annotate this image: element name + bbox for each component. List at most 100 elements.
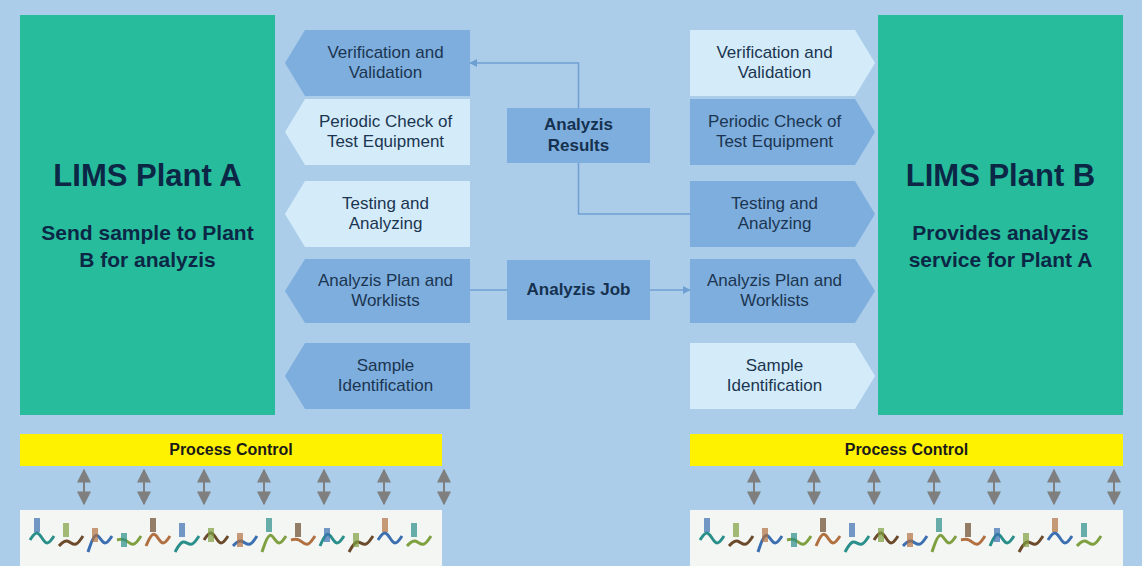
signal-arrow (753, 470, 755, 504)
node-label: Process Control (845, 441, 969, 459)
signal-arrow (443, 470, 445, 504)
equipment-part (382, 518, 388, 532)
equipment-part (295, 523, 301, 537)
equipment-part (762, 528, 768, 542)
node-label: Verification and Validation (309, 43, 462, 84)
node-label: Analyzis Results (515, 115, 642, 156)
equipment-stroke (990, 534, 1014, 546)
node-label: Analyzis Plan and Worklists (309, 271, 462, 312)
plant-equipment (30, 518, 1101, 552)
node-label: Testing and Analyzing (309, 194, 462, 235)
equipment-part (266, 518, 272, 532)
signal-arrow (1113, 470, 1115, 504)
flow-label-box: Analyzis Results (507, 108, 650, 163)
signal-arrow (143, 470, 145, 504)
flow-connector (650, 289, 690, 291)
equipment-part (907, 533, 913, 547)
equipment-part (820, 518, 826, 532)
flow-label-box: Analyzis Job (507, 260, 650, 320)
equipment-stroke (787, 536, 811, 544)
equipment-part (791, 533, 797, 547)
equipment-stroke (378, 533, 402, 543)
equipment-stroke (59, 536, 83, 546)
node-label: Periodic Check of Test Equipment (698, 112, 851, 153)
equipment-part (1023, 533, 1029, 547)
flow-connector (579, 163, 691, 214)
process-control-bar: Process Control (690, 434, 1123, 466)
equipment-stroke (1048, 533, 1072, 543)
equipment-stroke (88, 535, 112, 552)
signal-arrow (993, 470, 995, 504)
equipment-stroke (1077, 536, 1101, 546)
signal-arrows (84, 470, 1114, 504)
node-label: LIMS Plant A (53, 157, 241, 194)
equipment-part (208, 528, 214, 542)
signal-arrow (263, 470, 265, 504)
equipment-part (324, 528, 330, 542)
equipment-stroke (758, 535, 782, 552)
signal-arrow (323, 470, 325, 504)
process-step: Periodic Check of Test Equipment (690, 99, 875, 165)
equipment-part (1081, 523, 1087, 537)
process-step: Verification and Validation (285, 30, 470, 96)
plant-picture (20, 510, 442, 566)
equipment-part (878, 528, 884, 542)
node-description: Provides analyzis service for Plant A (890, 220, 1111, 273)
equipment-stroke (117, 536, 141, 544)
signal-arrow (383, 470, 385, 504)
equipment-part (411, 523, 417, 537)
process-step: Analyzis Plan and Worklists (285, 259, 470, 323)
node-label: Process Control (169, 441, 293, 459)
signal-arrow (873, 470, 875, 504)
equipment-part (965, 523, 971, 537)
equipment-stroke (233, 536, 257, 546)
plant-illustration (20, 510, 1123, 566)
equipment-part (63, 523, 69, 537)
equipment-part (733, 523, 739, 537)
equipment-stroke (291, 536, 315, 544)
flow-connector (470, 289, 507, 291)
lims-system: LIMS Plant ASend sample to Plant B for a… (20, 15, 275, 415)
equipment-stroke (961, 536, 985, 544)
equipment-stroke (262, 535, 286, 552)
equipment-stroke (700, 533, 724, 543)
signal-arrow (1053, 470, 1055, 504)
equipment-stroke (30, 533, 54, 543)
signal-arrow (813, 470, 815, 504)
equipment-stroke (407, 536, 431, 546)
plant-picture (690, 510, 1123, 566)
signal-arrow (203, 470, 205, 504)
equipment-part (150, 518, 156, 532)
equipment-part (936, 518, 942, 532)
equipment-stroke (349, 536, 373, 552)
process-step: Verification and Validation (690, 30, 875, 96)
signal-arrow (83, 470, 85, 504)
process-step: Testing and Analyzing (285, 181, 470, 247)
equipment-stroke (845, 536, 869, 552)
node-label: Analyzis Job (527, 280, 631, 300)
signal-arrow (933, 470, 935, 504)
lims-system: LIMS Plant B Provides analyzis service fo… (878, 15, 1123, 415)
node-label: Sample Identification (309, 356, 462, 397)
equipment-stroke (320, 534, 344, 546)
equipment-part (237, 533, 243, 547)
flow-connector (470, 63, 579, 108)
process-step: Sample Identification (690, 343, 875, 409)
equipment-stroke (204, 533, 228, 543)
node-label: Testing and Analyzing (698, 194, 851, 235)
equipment-stroke (1019, 536, 1043, 552)
equipment-part (704, 518, 710, 532)
equipment-part (34, 518, 40, 532)
process-step: Periodic Check of Test Equipment (285, 99, 470, 165)
equipment-part (92, 528, 98, 542)
process-step: Testing and Analyzing (690, 181, 875, 247)
equipment-stroke (816, 534, 840, 546)
equipment-part (1052, 518, 1058, 532)
node-label: LIMS Plant B (906, 157, 1095, 194)
equipment-part (121, 533, 127, 547)
equipment-stroke (146, 534, 170, 546)
process-step: Analyzis Plan and Worklists (690, 259, 875, 323)
node-label: Sample Identification (698, 356, 851, 397)
equipment-part (994, 528, 1000, 542)
equipment-part (353, 533, 359, 547)
